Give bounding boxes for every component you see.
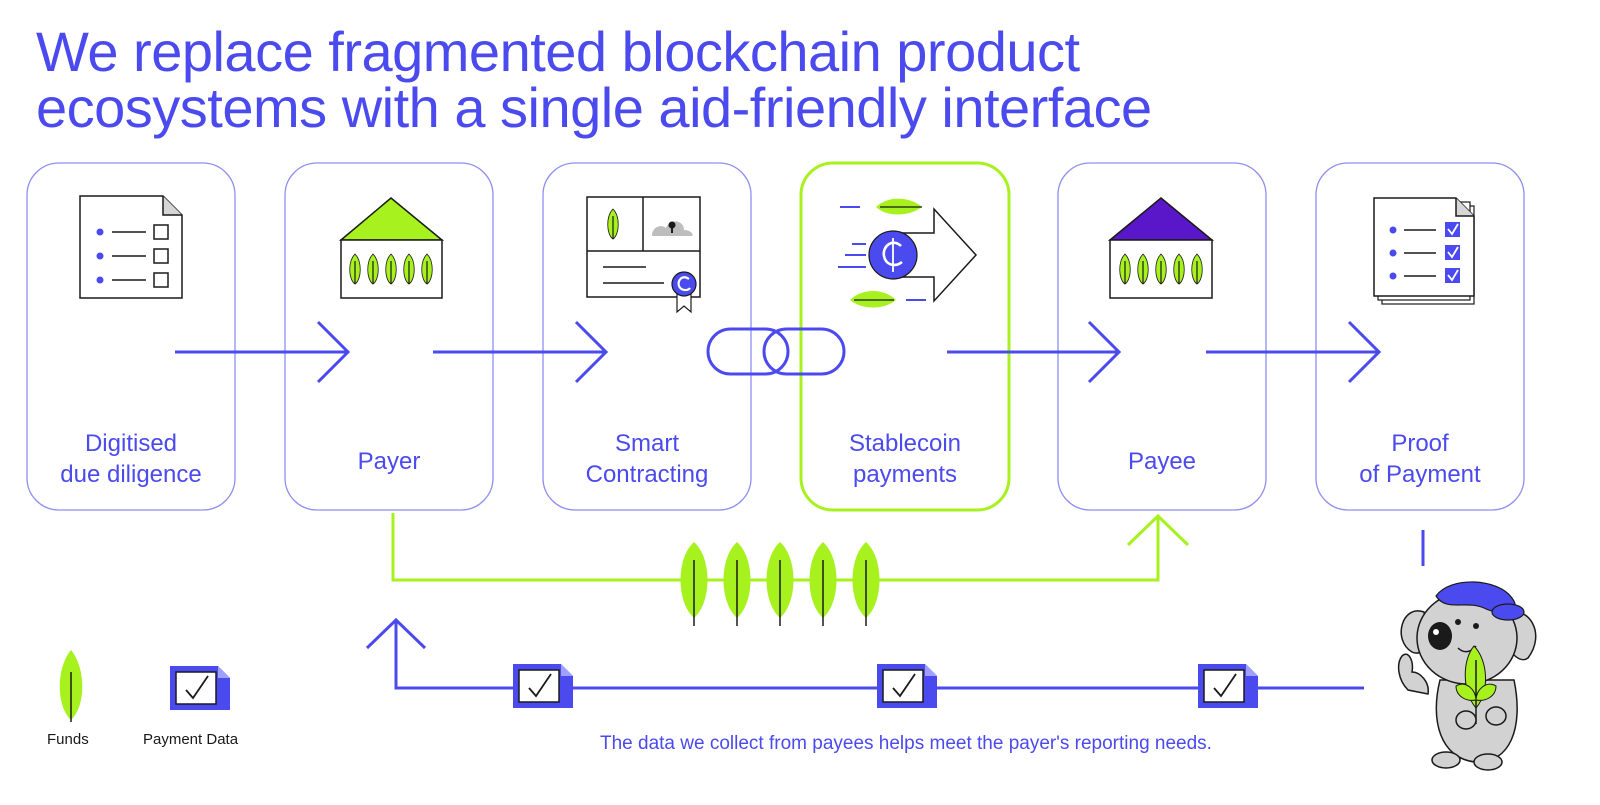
step-card-stablecoin	[799, 161, 1011, 512]
legend-funds-leaf-icon	[59, 650, 83, 722]
legend-payment-data-icon	[169, 665, 231, 711]
data-flow-line	[365, 530, 1425, 690]
flow-arrow-5	[1206, 320, 1382, 384]
legend-funds-label: Funds	[47, 731, 89, 748]
step-card-proof	[1315, 162, 1525, 511]
payer-building-icon	[338, 197, 445, 299]
step-card-payee	[1057, 162, 1267, 511]
page-title-line-2: ecosystems with a single aid-friendly in…	[36, 76, 1152, 139]
chain-link-icon	[706, 327, 846, 376]
reporting-caption: The data we collect from payees helps me…	[600, 733, 1212, 754]
funds-leaves	[679, 541, 881, 627]
flow-arrow-1	[175, 320, 351, 384]
step-label-due-diligence: Digitised due diligence	[60, 430, 202, 488]
checked-list-icon	[1373, 197, 1475, 305]
payment-data-docs	[512, 663, 1259, 709]
step-card-due-diligence	[26, 162, 236, 511]
payee-building-icon	[1107, 197, 1215, 299]
step-label-payer: Payer	[357, 448, 421, 475]
page-title: We replace fragmented blockchain product…	[36, 24, 1576, 136]
step-label-payee: Payee	[1127, 448, 1197, 475]
koala-mascot-icon	[1397, 581, 1537, 771]
stablecoin-arrow-icon	[838, 198, 978, 308]
checklist-icon	[79, 195, 183, 299]
step-label-proof: Proof of Payment	[1359, 430, 1481, 488]
step-card-payer	[284, 162, 494, 511]
step-label-smart-contracting: Smart Contracting	[585, 430, 709, 488]
flow-arrow-4	[947, 320, 1122, 384]
step-card-smart-contracting	[542, 162, 752, 511]
step-label-stablecoin: Stablecoin payments	[848, 430, 962, 488]
contract-certificate-icon	[586, 196, 701, 314]
legend-payment-data-label: Payment Data	[143, 731, 239, 748]
flow-arrow-2	[433, 320, 609, 384]
page-title-line-1: We replace fragmented blockchain product	[36, 20, 1080, 83]
